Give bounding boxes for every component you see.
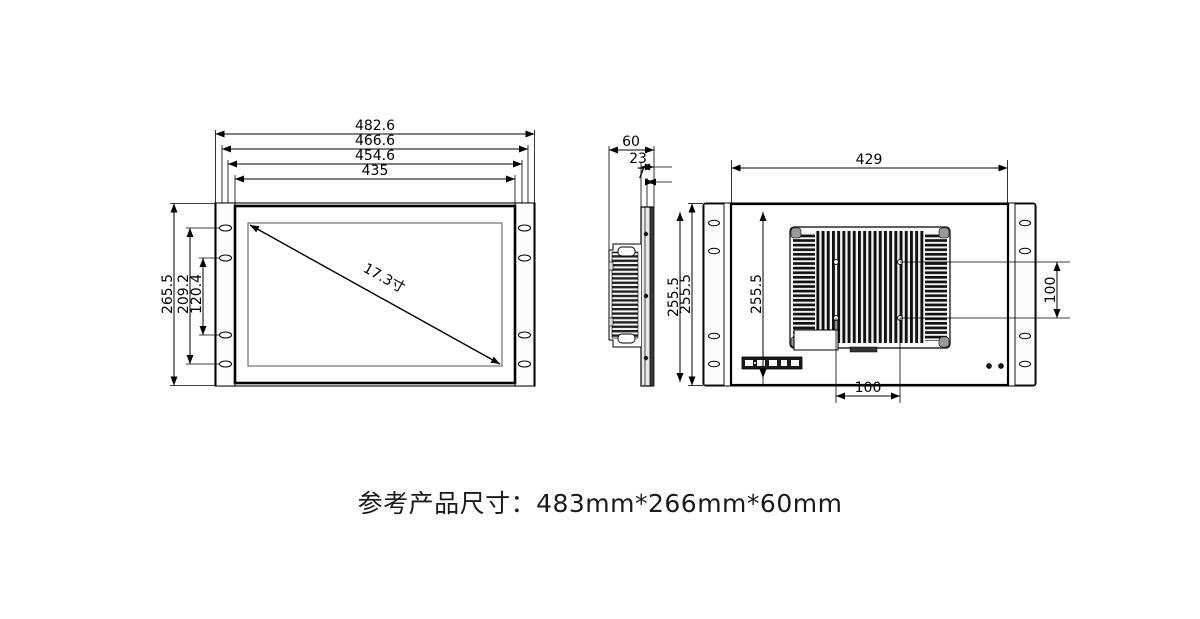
label-plate <box>793 329 839 351</box>
back-right-bracket-slots <box>1019 219 1031 368</box>
dim-label-429: 429 <box>856 152 883 168</box>
back-view-geometry <box>688 160 1070 403</box>
front-view-geometry <box>170 130 536 387</box>
front-right-bracket-slots <box>518 224 531 368</box>
dim-label-back-255-5-outer: 255.5 <box>678 274 694 314</box>
indicator-leds <box>986 363 1004 369</box>
dim-label-482-6: 482.6 <box>355 118 395 134</box>
dim-label-466-6: 466.6 <box>355 133 395 149</box>
dim-label-120-4: 120.4 <box>189 274 205 314</box>
dim-label-7: 7 <box>637 166 646 182</box>
dim-label-vesa-100-horizontal: 100 <box>855 380 882 396</box>
dim-label-265-5: 265.5 <box>160 274 176 314</box>
dim-label-60: 60 <box>622 134 640 150</box>
dim-label-back-255-5-inner: 255.5 <box>749 274 765 314</box>
dim-label-23: 23 <box>629 151 647 167</box>
screen-diagonal-leader <box>249 224 501 365</box>
dim-label-454-6: 454.6 <box>355 148 395 164</box>
product-dimension-caption: 参考产品尺寸：483mm*266mm*60mm <box>357 489 843 518</box>
side-view-geometry <box>608 146 684 387</box>
back-left-bracket-slots <box>708 219 720 368</box>
dim-label-209-2: 209.2 <box>176 274 192 314</box>
front-left-bracket-slots <box>219 224 232 368</box>
dim-label-435: 435 <box>362 163 389 179</box>
heatsink-assembly <box>789 226 951 349</box>
dim-label-side-255-5: 255.5 <box>666 277 682 317</box>
io-port-cluster <box>741 356 803 370</box>
dim-label-vesa-100-vertical: 100 <box>1043 277 1059 304</box>
